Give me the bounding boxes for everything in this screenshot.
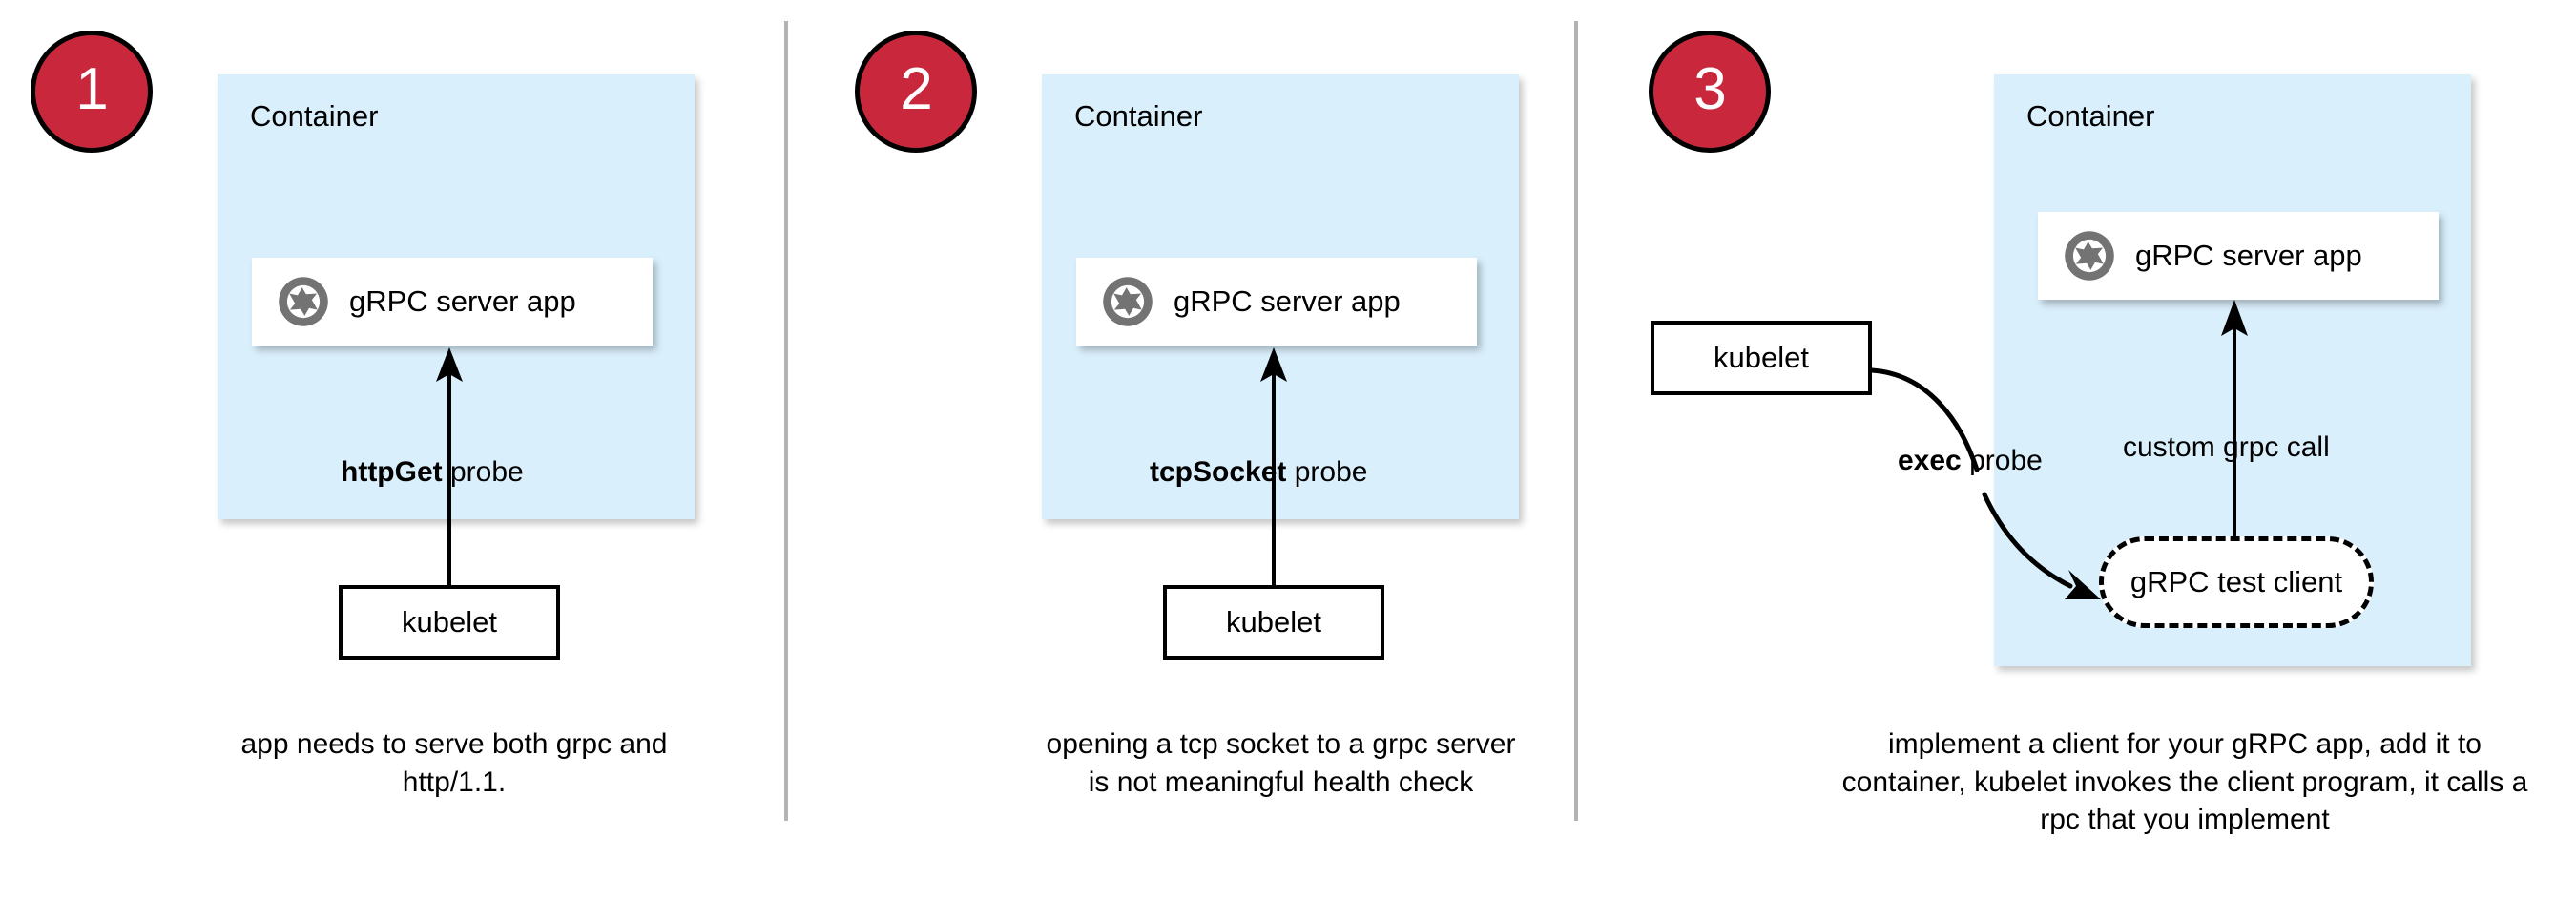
probe-label-rest: probe (442, 456, 524, 488)
step-badge-number: 3 (1693, 56, 1726, 122)
grpc-server-app-label: gRPC server app (1174, 284, 1401, 318)
probe-label-bold: tcpSocket (1150, 456, 1287, 488)
step-badge-1: 1 (31, 31, 153, 153)
probe-label-3: exec probe (1898, 445, 2043, 477)
probe-label-bold: exec (1898, 445, 1962, 476)
panel-caption-2: opening a tcp socket to a grpc server is… (1046, 728, 1516, 798)
grpc-aperture-icon (1103, 277, 1153, 326)
step-badge-2: 2 (855, 31, 977, 153)
container-label: Container (1074, 99, 1203, 133)
panel-divider-1 (784, 21, 788, 821)
probe-label-rest: probe (1286, 456, 1368, 488)
custom-grpc-call-label: custom grpc call (2123, 431, 2330, 463)
probe-label-bold: httpGet (341, 456, 443, 488)
step-badge-number: 2 (900, 56, 932, 122)
step-badge-3: 3 (1649, 31, 1771, 153)
kubelet-label: kubelet (1226, 605, 1321, 639)
probe-label-2: tcpSocket probe (1150, 456, 1367, 489)
container-label: Container (2026, 99, 2155, 133)
grpc-server-app-card-3: gRPC server app (2038, 212, 2439, 300)
grpc-server-app-card-2: gRPC server app (1076, 258, 1477, 346)
grpc-server-app-label: gRPC server app (2135, 239, 2362, 272)
kubelet-label: kubelet (1714, 341, 1809, 374)
grpc-aperture-icon (279, 277, 328, 326)
kubelet-box-2: kubelet (1163, 585, 1384, 660)
step-badge-number: 1 (75, 56, 108, 122)
panel-caption-3: implement a client for your gRPC app, ad… (1841, 728, 2528, 836)
probe-label-rest: probe (1961, 445, 2043, 476)
kubelet-box-3: kubelet (1651, 321, 1872, 395)
kubelet-label: kubelet (402, 605, 497, 639)
grpc-test-client-box: gRPC test client (2099, 536, 2374, 628)
grpc-test-client-label: gRPC test client (2129, 565, 2343, 598)
probe-label-1: httpGet probe (341, 456, 524, 489)
panel-caption-1: app needs to serve both grpc and http/1.… (240, 728, 668, 798)
panel-divider-2 (1574, 21, 1578, 821)
kubelet-box-1: kubelet (339, 585, 560, 660)
grpc-server-app-card-1: gRPC server app (252, 258, 653, 346)
grpc-server-app-label: gRPC server app (349, 284, 576, 318)
grpc-aperture-icon (2065, 231, 2114, 281)
container-label: Container (250, 99, 379, 133)
